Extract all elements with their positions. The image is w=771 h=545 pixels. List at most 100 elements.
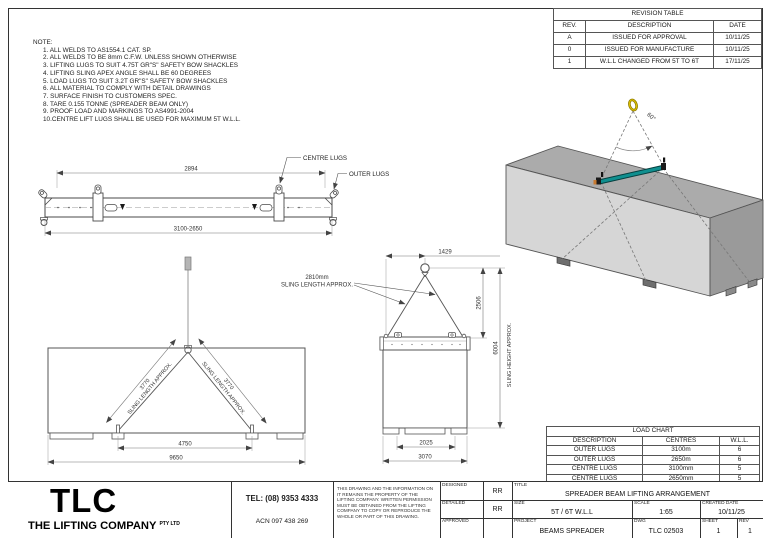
description-cell: W.L.L CHANGED FROM 5T TO 6T bbox=[585, 56, 714, 69]
description-cell: ISSUED FOR APPROVAL bbox=[585, 32, 714, 45]
sling-lines bbox=[560, 110, 752, 285]
load-col-header: DESCRIPTION bbox=[546, 435, 643, 447]
dim-top: 2894 bbox=[56, 167, 326, 188]
load-col-header: CENTRES bbox=[642, 435, 720, 447]
note-item: 4. LIFTING SLING APEX ANGLE SHALL BE 60 … bbox=[43, 69, 212, 77]
divider bbox=[440, 518, 763, 519]
scale-cell: SCALE 1:65 bbox=[632, 500, 700, 518]
note-item: 6. ALL MATERIAL TO COMPLY WITH DETAIL DR… bbox=[43, 85, 211, 93]
drawing-title: SPREADER BEAM LIFTING ARRANGEMENT bbox=[564, 490, 711, 498]
revision-table: REVISION TABLE REV. DESCRIPTION DATE A I… bbox=[552, 8, 763, 69]
dwg-number: TLC 02503 bbox=[648, 527, 684, 535]
dim-height-label: 6004 bbox=[494, 341, 500, 355]
note-item: 3. LIFTING LUGS TO SUIT 4.75T GR"S" SAFE… bbox=[43, 62, 239, 70]
sling-lines bbox=[386, 274, 464, 338]
dim-apex-to-beam-label: 2506 bbox=[477, 296, 483, 310]
description-cell: CENTRE LUGS bbox=[546, 464, 643, 475]
front-elevation-view: 3770 SLING LENGTH APPROX. 3770 SLING LEN… bbox=[47, 256, 306, 465]
note-item: 7. SURFACE FINISH TO CUSTOMERS SPEC. bbox=[43, 92, 177, 100]
outer-lugs-label: OUTER LUGS bbox=[349, 171, 389, 178]
beam-end-lug bbox=[661, 163, 666, 170]
apex-ring bbox=[420, 263, 430, 278]
crane-ring bbox=[628, 98, 638, 112]
approved-value bbox=[483, 518, 512, 538]
scale-value: 1:65 bbox=[659, 508, 673, 516]
sling-lines bbox=[117, 351, 253, 432]
outer-lugs-callout: OUTER LUGS bbox=[333, 171, 389, 190]
sling-dim-left: 3770 SLING LENGTH APPROX. bbox=[106, 339, 176, 423]
dim-bottom: 3100-2650 bbox=[44, 220, 333, 236]
copyright-disclaimer: THIS DRAWING AND THE INFORMATION ON IT R… bbox=[337, 486, 434, 519]
divider bbox=[512, 482, 513, 538]
beam-end-lug bbox=[596, 177, 601, 185]
divider bbox=[440, 500, 763, 501]
end-elevation-view: 1429 2810mm bbox=[281, 250, 513, 464]
outer-lug-left bbox=[38, 189, 48, 199]
dim-overall: 9650 bbox=[47, 435, 306, 465]
sheet-number: 1 bbox=[716, 527, 721, 535]
divider bbox=[737, 518, 738, 538]
size-label: SIZE bbox=[514, 501, 525, 506]
designed-cell: DESIGNED bbox=[440, 482, 483, 500]
outer-lug-right bbox=[329, 189, 339, 199]
dim-bottom-label: 3100-2650 bbox=[174, 227, 203, 233]
dim-inner: 2025 bbox=[396, 436, 456, 450]
table-row: A ISSUED FOR APPROVAL 10/11/25 bbox=[553, 32, 763, 45]
divider bbox=[440, 482, 441, 538]
project-value: BEAMS SPREADER bbox=[539, 527, 605, 535]
note-item: 1. ALL WELDS TO AS1554.1 CAT. SP. bbox=[43, 46, 152, 54]
sling-height-label: SLING HEIGHT APPROX. bbox=[507, 322, 513, 387]
dim-centres-label: 4750 bbox=[178, 442, 192, 448]
note-item: 8. TARE 0.155 TONNE (SPREADER BEAM ONLY) bbox=[43, 100, 189, 108]
apex-angle: 60° bbox=[615, 112, 656, 152]
box-skids bbox=[49, 432, 304, 440]
shackle-left bbox=[40, 217, 48, 226]
load-box-end-view bbox=[382, 349, 468, 435]
acn-number: ACN 097 438 269 bbox=[255, 518, 309, 525]
spreader-beam-end-view bbox=[379, 332, 471, 351]
sheet-label: SHEET bbox=[702, 519, 718, 524]
rev-cell: 1 bbox=[553, 56, 586, 69]
spreader-beam-side-view: 2894 3100-2650 CENTRE LUGS OUTER LUGS bbox=[38, 155, 389, 236]
dim-top-label: 1429 bbox=[438, 250, 452, 256]
designed-label: DESIGNED bbox=[442, 483, 468, 488]
hook-line bbox=[184, 256, 192, 346]
scale-label: SCALE bbox=[634, 501, 650, 506]
revision-col-header: DESCRIPTION bbox=[585, 20, 714, 33]
beam-end-cap bbox=[593, 180, 597, 185]
rev-cell: REV 1 bbox=[737, 518, 763, 538]
spreader-beam-3d bbox=[593, 157, 666, 185]
centres-cell: 3100m bbox=[642, 445, 720, 456]
sheet-cell: SHEET 1 bbox=[700, 518, 737, 538]
table-row: 1 W.L.L CHANGED FROM 5T TO 6T 17/11/25 bbox=[553, 56, 763, 69]
approved-cell: APPROVED bbox=[440, 518, 483, 538]
box-feet bbox=[556, 256, 758, 297]
dwg-label: DWG bbox=[634, 519, 646, 524]
load-box-outline bbox=[47, 347, 306, 434]
company-suffix: PTY LTD bbox=[159, 521, 180, 527]
created-date-cell: CREATED DATE 10/11/25 bbox=[700, 500, 763, 518]
revision-col-header: REV. bbox=[553, 20, 586, 33]
description-cell: OUTER LUGS bbox=[546, 445, 643, 456]
revision-col-header: DATE bbox=[712, 20, 763, 33]
designed-value: RR bbox=[492, 487, 503, 495]
company-name-text: THE LIFTING COMPANY bbox=[28, 520, 157, 532]
dim-centres: 4750 bbox=[117, 436, 253, 451]
centres-cell: 2650m bbox=[642, 454, 720, 466]
note-item: 10.CENTRE LIFT LUGS SHALL BE USED FOR MA… bbox=[43, 116, 241, 124]
sling-note-label: SLING LENGTH APPROX. bbox=[281, 283, 353, 289]
apex-angle-label: 60° bbox=[645, 112, 656, 123]
wll-cell: 5 bbox=[718, 464, 761, 475]
rev-number: 1 bbox=[748, 527, 752, 535]
divider bbox=[483, 482, 484, 538]
detailed-value: RR bbox=[492, 505, 503, 513]
divider bbox=[700, 500, 701, 538]
sling-note-value: 2810mm bbox=[305, 275, 328, 281]
project-label: PROJECT bbox=[514, 519, 537, 524]
rev-label: REV bbox=[739, 519, 749, 524]
size-value: 5T / 6T W.L.L bbox=[551, 508, 593, 516]
date-cell: 10/11/25 bbox=[712, 44, 763, 57]
rev-cell: A bbox=[553, 32, 586, 45]
